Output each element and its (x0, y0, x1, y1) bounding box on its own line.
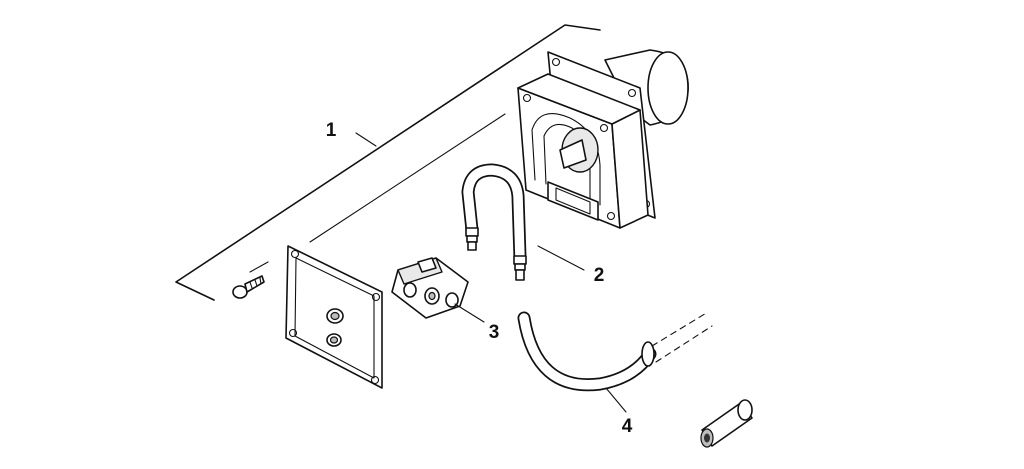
screw-part (232, 275, 265, 299)
callout-1: 1 (326, 120, 337, 141)
callout-2: 2 (594, 265, 605, 286)
hose-part (517, 311, 713, 392)
leader-lines (454, 245, 627, 413)
clamp-part (391, 257, 469, 319)
callout-3: 3 (489, 322, 500, 343)
pump-housing (517, 49, 689, 229)
callout-4: 4 (622, 416, 633, 437)
cover-plate (285, 245, 383, 389)
assembly-bracket (175, 24, 601, 301)
sleeve-part (700, 399, 753, 448)
tube-part (461, 163, 527, 281)
